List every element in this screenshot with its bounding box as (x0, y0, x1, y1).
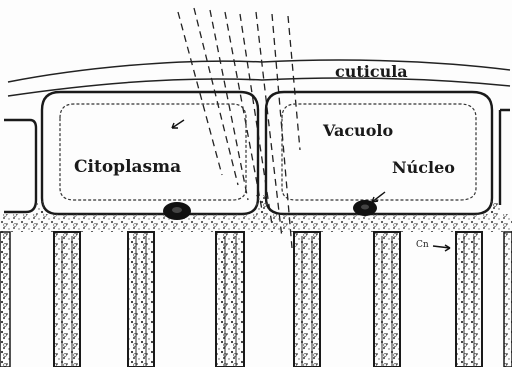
vacuole-membranes (60, 104, 476, 200)
cuticle-layer (8, 60, 510, 96)
light-rays (178, 8, 300, 248)
label-nucleus: Núcleo (392, 158, 455, 177)
label-vacuole: Vacuolo (322, 121, 393, 140)
label-small-mark: Cn (416, 240, 429, 250)
label-cytoplasm: Citoplasma (74, 157, 181, 177)
palisade-cells (0, 232, 512, 367)
label-cuticle: cuticula (335, 62, 408, 81)
